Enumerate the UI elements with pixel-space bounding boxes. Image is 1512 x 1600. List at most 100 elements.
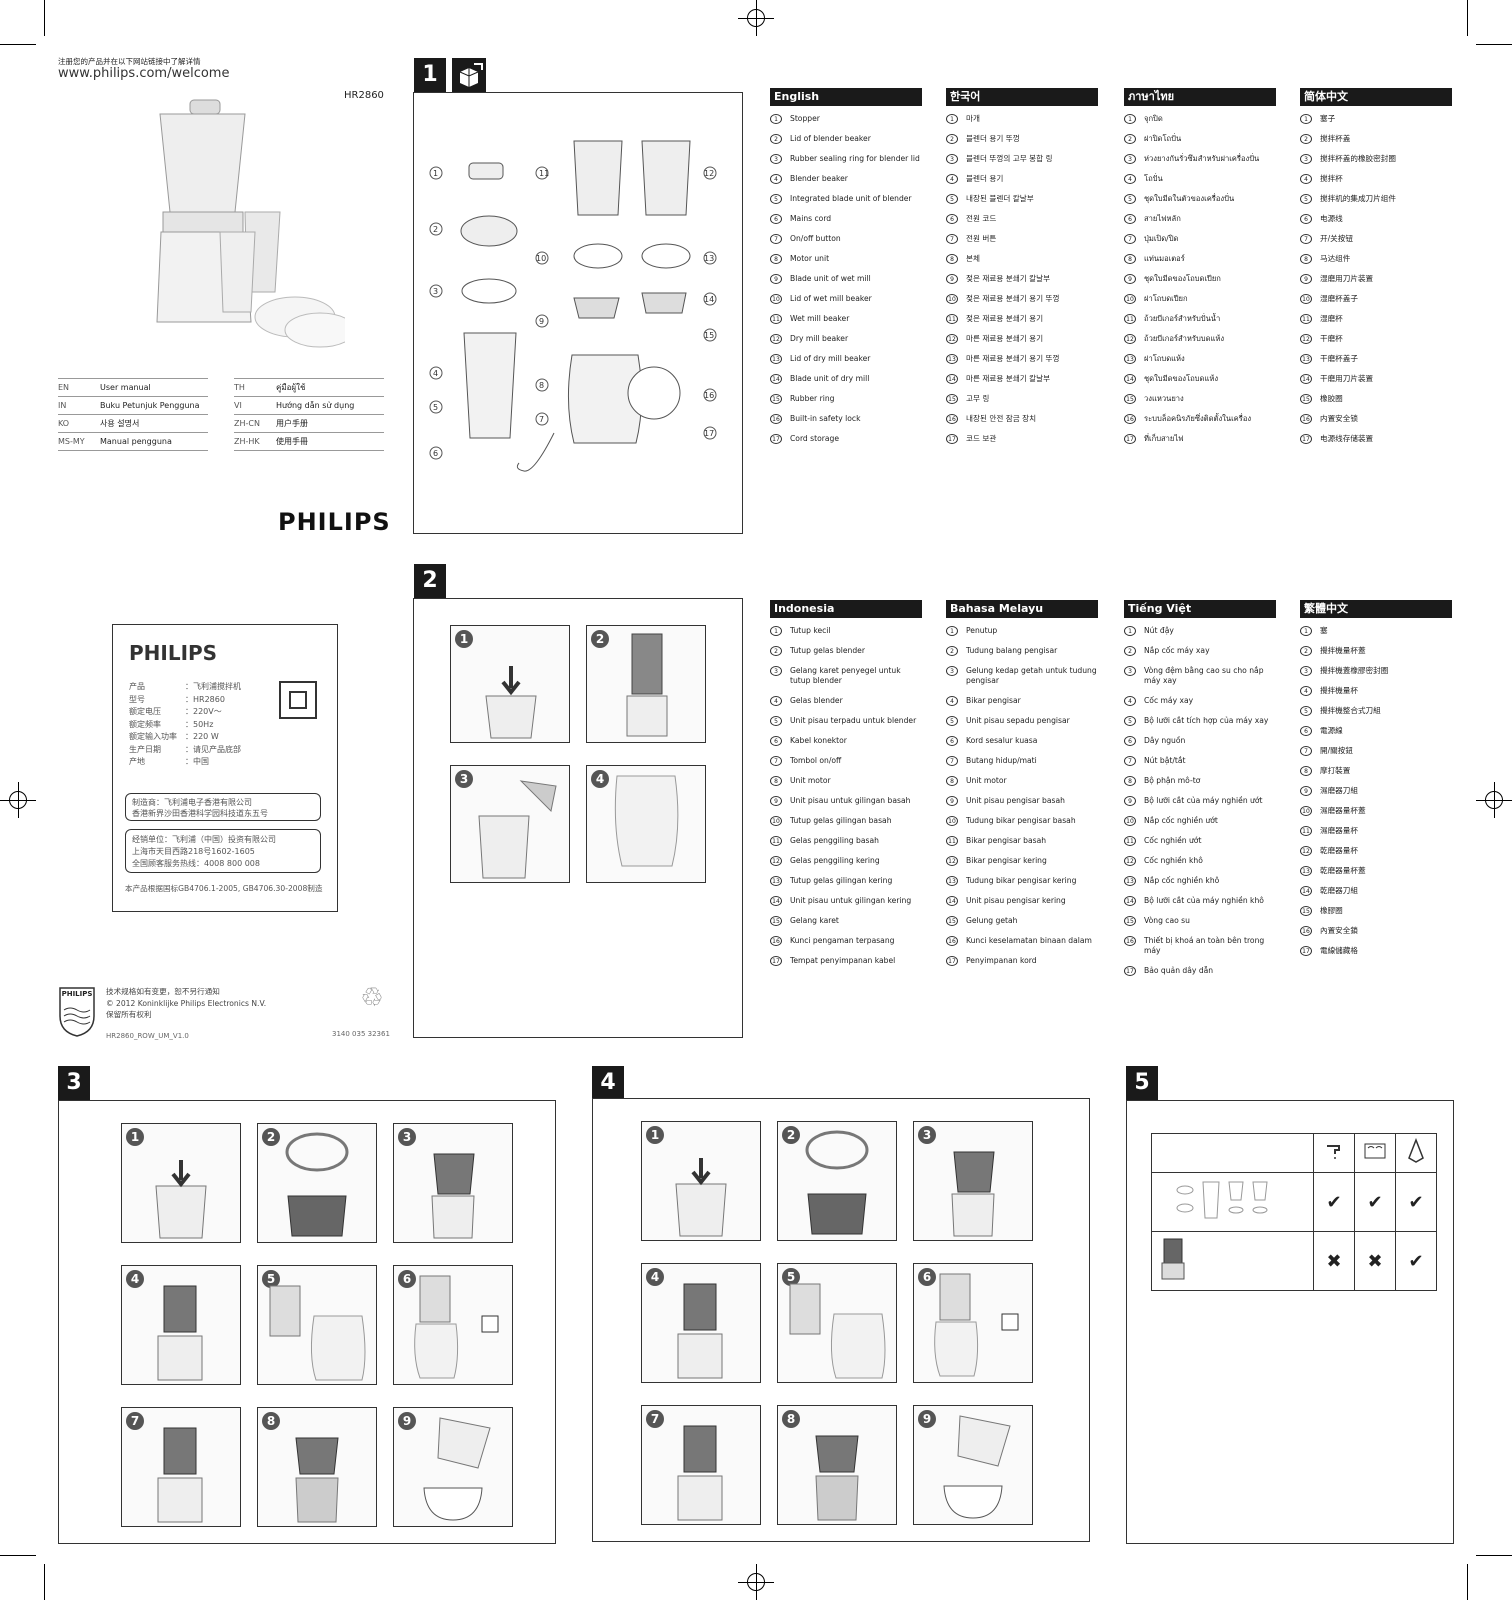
registration-mark xyxy=(0,782,36,818)
svg-text:2: 2 xyxy=(433,225,438,234)
cross-mark: ✖ xyxy=(1354,1231,1396,1291)
section-number: 1 xyxy=(414,58,446,92)
crop-mark xyxy=(1476,44,1512,45)
cleaning-table: ✔ ✔ ✔ ✖ ✖ ✔ xyxy=(1151,1133,1437,1291)
cross-mark: ✖ xyxy=(1313,1231,1355,1291)
assembly-steps: 1 2 3 4 xyxy=(413,598,743,1038)
label-brand: PHILIPS xyxy=(129,641,218,665)
spec-row: 产品：飞利浦搅拌机 xyxy=(129,682,241,691)
svg-text:1: 1 xyxy=(433,169,438,178)
step-panel: 1 xyxy=(641,1121,761,1241)
svg-text:13: 13 xyxy=(704,254,714,263)
parts-diagram: 1 2 3 4 5 6 11 12 10 13 9 14 15 8 7 xyxy=(413,92,743,534)
footer-logo-text: PHILIPS xyxy=(61,990,93,998)
step-panel: 2 xyxy=(777,1121,897,1241)
doc-code: HR2860_ROW_UM_V1.0 xyxy=(106,1032,189,1040)
register-note: 注册您的产品并在以下网站链接中了解详情 xyxy=(58,57,201,66)
registration-mark xyxy=(1476,782,1512,818)
check-mark: ✔ xyxy=(1395,1231,1437,1291)
spec-list: 产品：飞利浦搅拌机 型号：HR2860 额定电压：220V～ 额定频率：50Hz… xyxy=(129,681,241,769)
language-heading: 简体中文 xyxy=(1300,88,1452,106)
step-panel: 4 xyxy=(121,1265,241,1385)
step-panel: 8 xyxy=(777,1405,897,1525)
product-label: PHILIPS 产品：飞利浦搅拌机 型号：HR2860 额定电压：220V～ 额… xyxy=(112,624,338,912)
step-panel: 3 xyxy=(450,765,570,883)
step-panel: 7 xyxy=(641,1405,761,1525)
step-panel: 6 xyxy=(913,1263,1033,1383)
product-image xyxy=(135,92,345,352)
website-url[interactable]: www.philips.com/welcome xyxy=(58,66,230,81)
spec-row: 额定输入功率：220 W xyxy=(129,732,219,741)
svg-text:16: 16 xyxy=(704,391,714,400)
step-panel: 4 xyxy=(641,1263,761,1383)
step-panel: 1 xyxy=(121,1123,241,1243)
step-panel: 2 xyxy=(586,625,706,743)
step-panel: 2 xyxy=(257,1123,377,1243)
model-number: HR2860 xyxy=(344,90,384,101)
language-heading: Bahasa Melayu xyxy=(946,600,1098,618)
step-panel: 3 xyxy=(393,1123,513,1243)
step-panel: 3 xyxy=(913,1121,1033,1241)
check-mark: ✔ xyxy=(1313,1172,1355,1232)
svg-text:3: 3 xyxy=(433,287,438,296)
step-panel: 5 xyxy=(777,1263,897,1383)
blender-parts-icon xyxy=(1151,1172,1314,1232)
dishwasher-icon xyxy=(1354,1133,1396,1173)
blade-icon xyxy=(1395,1133,1437,1173)
spec-row: 型号：HR2860 xyxy=(129,694,225,704)
tap-icon xyxy=(1313,1133,1355,1173)
